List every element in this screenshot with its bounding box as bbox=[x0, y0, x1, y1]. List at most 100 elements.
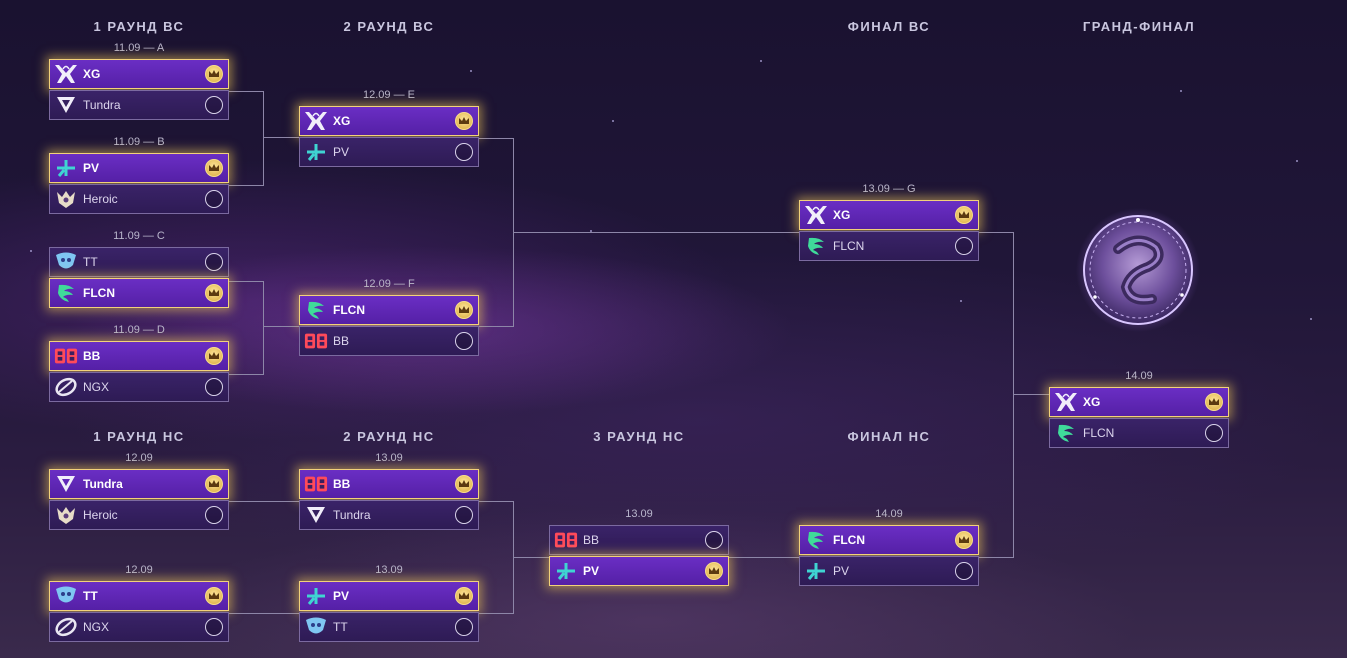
team-row[interactable]: BB bbox=[299, 326, 479, 356]
team-name: PV bbox=[583, 564, 600, 578]
xg-logo-icon bbox=[304, 109, 328, 133]
team-row[interactable]: PV bbox=[549, 556, 729, 586]
team-row[interactable]: NGX bbox=[49, 612, 229, 642]
match-date-label: 11.09 — A bbox=[113, 42, 165, 54]
team-row[interactable]: FLCN bbox=[299, 295, 479, 325]
team-row[interactable]: Heroic bbox=[49, 500, 229, 530]
crown-icon bbox=[205, 159, 223, 177]
bracket-connector-line bbox=[479, 138, 514, 139]
crown-icon bbox=[205, 284, 223, 302]
xg-logo-icon bbox=[1054, 390, 1078, 414]
team-row[interactable]: XG bbox=[1049, 387, 1229, 417]
team-name: FLCN bbox=[333, 303, 365, 317]
flcn-logo-icon bbox=[1054, 421, 1078, 445]
empty-circle-icon bbox=[705, 531, 723, 549]
bracket-connector-line bbox=[479, 613, 514, 614]
bracket-connector-line bbox=[263, 326, 299, 327]
ngx-logo-icon bbox=[54, 375, 78, 399]
tt-logo-icon bbox=[54, 250, 78, 274]
pv-logo-icon bbox=[304, 140, 328, 164]
empty-circle-icon bbox=[205, 253, 223, 271]
team-row[interactable]: Heroic bbox=[49, 184, 229, 214]
crown-icon bbox=[955, 531, 973, 549]
team-row[interactable]: XG bbox=[49, 59, 229, 89]
team-row[interactable]: PV bbox=[799, 556, 979, 586]
empty-circle-icon bbox=[205, 378, 223, 396]
team-row[interactable]: PV bbox=[299, 137, 479, 167]
team-name: Heroic bbox=[83, 508, 118, 522]
match-date-label: 12.09 bbox=[125, 452, 153, 464]
pv-logo-icon bbox=[304, 584, 328, 608]
team-row[interactable]: NGX bbox=[49, 372, 229, 402]
team-row[interactable]: Tundra bbox=[49, 469, 229, 499]
team-row[interactable]: XG bbox=[299, 106, 479, 136]
team-row[interactable]: Tundra bbox=[299, 500, 479, 530]
team-row[interactable]: PV bbox=[299, 581, 479, 611]
bb-logo-icon bbox=[54, 344, 78, 368]
match-gf[interactable]: XG FLCN bbox=[1049, 387, 1229, 449]
tt-logo-icon bbox=[54, 584, 78, 608]
match-l5[interactable]: BB PV bbox=[549, 525, 729, 587]
team-row[interactable]: TT bbox=[49, 581, 229, 611]
tt-logo-icon bbox=[304, 615, 328, 639]
crown-icon bbox=[455, 587, 473, 605]
title-ub-round1: 1 РАУНД ВС bbox=[93, 19, 185, 34]
crown-icon bbox=[455, 301, 473, 319]
team-name: PV bbox=[83, 161, 100, 175]
team-row[interactable]: FLCN bbox=[49, 278, 229, 308]
crown-icon bbox=[455, 112, 473, 130]
match-date-label: 14.09 bbox=[1125, 370, 1153, 382]
team-name: FLCN bbox=[83, 286, 115, 300]
team-row[interactable]: TT bbox=[299, 612, 479, 642]
empty-circle-icon bbox=[455, 618, 473, 636]
match-l3[interactable]: BB Tundra bbox=[299, 469, 479, 531]
team-name: PV bbox=[333, 145, 350, 159]
bracket-connector-line bbox=[513, 557, 549, 558]
bb-logo-icon bbox=[304, 472, 328, 496]
match-e[interactable]: XG PV bbox=[299, 106, 479, 168]
match-date-label: 12.09 — E bbox=[363, 89, 415, 101]
team-row[interactable]: Tundra bbox=[49, 90, 229, 120]
xg-logo-icon bbox=[804, 203, 828, 227]
team-row[interactable]: FLCN bbox=[799, 525, 979, 555]
team-name: Tundra bbox=[333, 508, 371, 522]
flcn-logo-icon bbox=[54, 281, 78, 305]
team-row[interactable]: FLCN bbox=[799, 231, 979, 261]
match-f[interactable]: FLCN BB bbox=[299, 295, 479, 357]
title-lb-round2: 2 РАУНД НС bbox=[343, 429, 435, 444]
xg-logo-icon bbox=[54, 62, 78, 86]
team-row[interactable]: BB bbox=[49, 341, 229, 371]
team-row[interactable]: BB bbox=[549, 525, 729, 555]
team-name: FLCN bbox=[1083, 426, 1115, 440]
match-b[interactable]: PV Heroic bbox=[49, 153, 229, 215]
team-row[interactable]: XG bbox=[799, 200, 979, 230]
title-ub-final: ФИНАЛ ВС bbox=[847, 19, 931, 34]
crown-icon bbox=[955, 206, 973, 224]
tundra-logo-icon bbox=[54, 472, 78, 496]
team-row[interactable]: BB bbox=[299, 469, 479, 499]
team-name: BB bbox=[333, 477, 351, 491]
crown-icon bbox=[205, 587, 223, 605]
title-grand-final: ГРАНД-ФИНАЛ bbox=[1082, 19, 1196, 34]
flcn-logo-icon bbox=[804, 528, 828, 552]
team-name: TT bbox=[83, 255, 98, 269]
bb-logo-icon bbox=[554, 528, 578, 552]
heroic-logo-icon bbox=[54, 187, 78, 211]
match-c[interactable]: TT FLCN bbox=[49, 247, 229, 309]
team-row[interactable]: FLCN bbox=[1049, 418, 1229, 448]
bracket-connector-line bbox=[263, 91, 264, 185]
tundra-logo-icon bbox=[54, 93, 78, 117]
team-row[interactable]: TT bbox=[49, 247, 229, 277]
bracket-connector-line bbox=[979, 232, 1014, 233]
crown-icon bbox=[705, 562, 723, 580]
ngx-logo-icon bbox=[54, 615, 78, 639]
bracket-connector-line bbox=[479, 501, 514, 502]
team-row[interactable]: PV bbox=[49, 153, 229, 183]
